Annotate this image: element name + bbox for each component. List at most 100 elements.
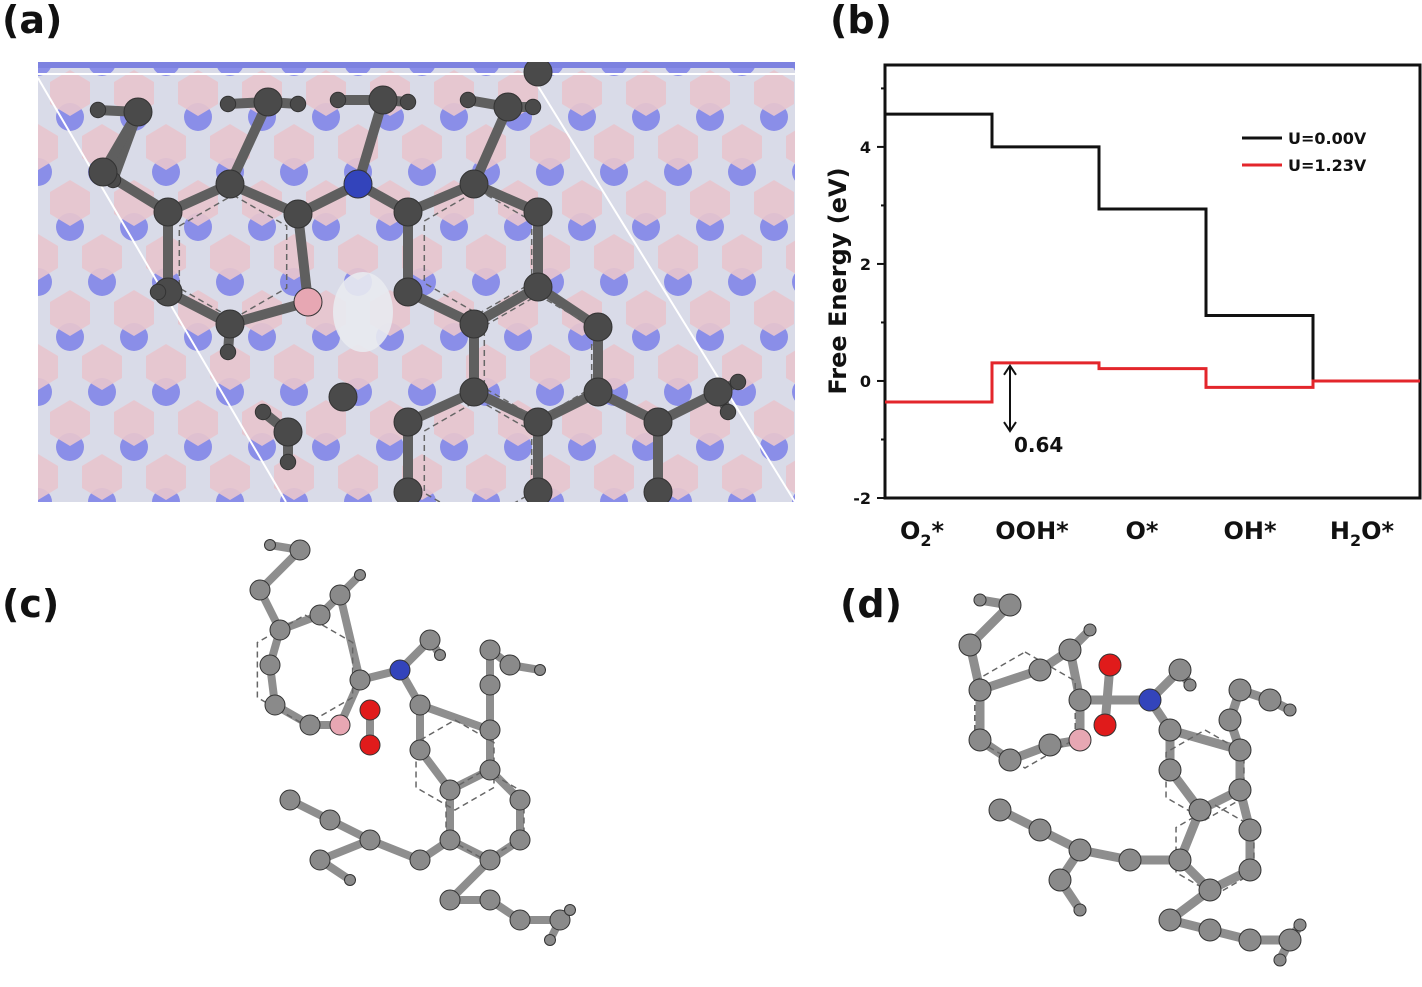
- carbon-atom: [1028, 658, 1052, 682]
- carbon-atom: [703, 377, 733, 407]
- carbon-atom: [259, 654, 281, 676]
- carbon-atom: [409, 694, 431, 716]
- carbon-atom: [1083, 623, 1097, 637]
- nitrogen-atom: [343, 169, 373, 199]
- carbon-atom: [279, 453, 297, 471]
- oxygen-atom: [359, 699, 381, 721]
- carbon-atom: [264, 539, 276, 551]
- carbon-atom: [1273, 953, 1287, 967]
- carbon-atom: [1028, 818, 1052, 842]
- annotation-label: 0.64: [1014, 433, 1063, 457]
- carbon-atom: [439, 829, 461, 851]
- carbon-atom: [1278, 928, 1302, 952]
- x-tick-label: O2*: [900, 517, 945, 550]
- y-tick-label: -2: [853, 489, 871, 508]
- panel-label-a: (a): [2, 0, 63, 42]
- carbon-atom: [534, 664, 546, 676]
- boron-atom: [1068, 728, 1092, 752]
- series-line-u123: [885, 361, 1420, 404]
- carbon-atom: [523, 407, 553, 437]
- carbon-atom: [1168, 848, 1192, 872]
- carbon-atom: [729, 373, 747, 391]
- carbon-atom: [249, 579, 271, 601]
- carbon-atom: [459, 377, 489, 407]
- carbon-atom: [123, 97, 153, 127]
- x-tick-label: O*: [1126, 517, 1159, 545]
- carbon-atom: [399, 93, 417, 111]
- carbon-atom: [643, 407, 673, 437]
- carbon-atom: [439, 889, 461, 911]
- carbon-atom: [493, 92, 523, 122]
- y-tick-label: 4: [860, 138, 871, 157]
- annotation-arrowhead-down: [1003, 421, 1017, 433]
- y-tick-label: 2: [860, 255, 871, 274]
- carbon-atom: [1228, 778, 1252, 802]
- carbon-atom: [309, 849, 331, 871]
- bond: [225, 97, 273, 189]
- structure-ooh-adsorbed: [958, 593, 1307, 967]
- carbon-atom: [1158, 908, 1182, 932]
- carbon-atom: [583, 377, 613, 407]
- carbon-atom: [523, 272, 553, 302]
- carbon-atom: [419, 629, 441, 651]
- carbon-atom: [149, 283, 167, 301]
- x-tick-label: OH*: [1223, 517, 1276, 545]
- carbon-atom: [88, 157, 118, 187]
- legend-entry: U=0.00V: [1288, 129, 1367, 148]
- carbon-atom: [479, 674, 501, 696]
- bond: [293, 209, 313, 307]
- carbon-atom: [328, 382, 358, 412]
- carbon-atom: [583, 312, 613, 342]
- carbon-atom: [409, 739, 431, 761]
- carbon-atom: [215, 309, 245, 339]
- carbon-atom: [434, 649, 446, 661]
- carbon-atom: [1068, 838, 1092, 862]
- carbon-atom: [393, 407, 423, 437]
- carbon-atom: [319, 809, 341, 831]
- carbon-atom: [544, 934, 556, 946]
- carbon-atom: [643, 477, 673, 502]
- charge-density-map: [38, 62, 795, 502]
- carbon-atom: [1198, 878, 1222, 902]
- carbon-atom: [998, 593, 1022, 617]
- carbon-atom: [1158, 758, 1182, 782]
- carbon-atom: [1293, 918, 1307, 932]
- carbon-atom: [264, 694, 286, 716]
- carbon-atom: [1168, 658, 1192, 682]
- bond: [353, 95, 388, 189]
- oxygen-atom: [1093, 713, 1117, 737]
- carbon-atom: [219, 95, 237, 113]
- carbon-atom: [1118, 848, 1142, 872]
- carbon-atom: [499, 654, 521, 676]
- carbon-atom: [153, 197, 183, 227]
- carbon-atom: [1218, 708, 1242, 732]
- carbon-atom: [549, 909, 571, 931]
- carbon-atom: [1158, 718, 1182, 742]
- carbon-atom: [1228, 738, 1252, 762]
- nitrogen-atom: [1138, 688, 1162, 712]
- carbon-atom: [479, 889, 501, 911]
- carbon-atom: [509, 909, 531, 931]
- carbon-atom: [479, 759, 501, 781]
- carbon-atom: [523, 197, 553, 227]
- carbon-atom: [1183, 678, 1197, 692]
- boron-atom: [293, 287, 323, 317]
- structure-o2-adsorbed: [249, 539, 576, 946]
- carbon-atom: [973, 593, 987, 607]
- carbon-atom: [524, 98, 542, 116]
- carbon-atom: [479, 719, 501, 741]
- carbon-atom: [1283, 703, 1297, 717]
- carbon-atom: [89, 101, 107, 119]
- carbon-atom: [523, 62, 553, 87]
- oxygen-atom: [359, 734, 381, 756]
- carbon-atom: [409, 849, 431, 871]
- carbon-atom: [1238, 928, 1262, 952]
- carbon-atom: [253, 87, 283, 117]
- carbon-atom: [393, 477, 423, 502]
- carbon-atom: [523, 477, 553, 502]
- series-line-u000: [885, 112, 1420, 383]
- boron-atom: [329, 714, 351, 736]
- carbon-atom: [1258, 688, 1282, 712]
- carbon-atom: [719, 403, 737, 421]
